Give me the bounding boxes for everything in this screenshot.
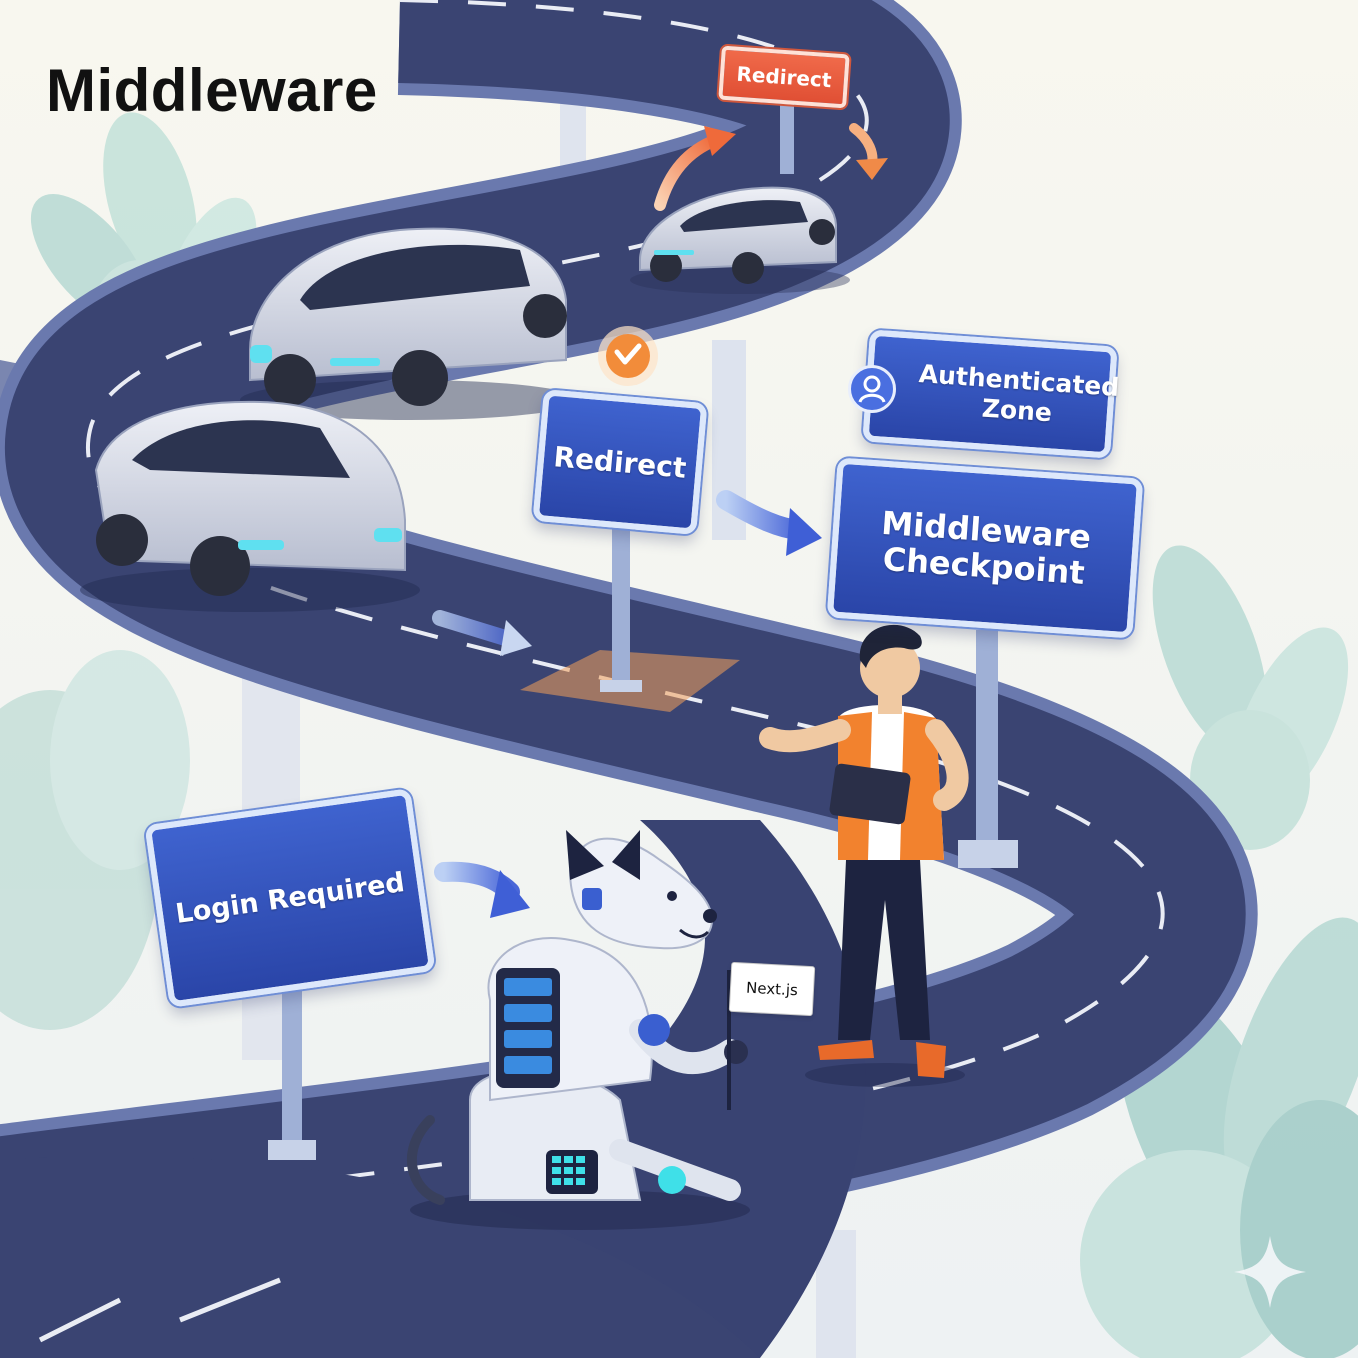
robot-dog (407, 830, 750, 1230)
nextjs-flag: Next.js (728, 961, 816, 1017)
car-middle (240, 227, 580, 420)
redirect-sign-top: Redirect (718, 45, 850, 109)
arrow-curved-icon (654, 123, 888, 211)
arrow-right-icon (432, 610, 532, 656)
authenticated-zone-sign: Authenticated Zone (862, 329, 1120, 459)
arrow-right-icon (716, 490, 822, 556)
user-icon (848, 365, 896, 413)
road (0, 0, 1258, 1358)
login-required-sign: Login Required (144, 788, 436, 1008)
arrow-right-icon (434, 861, 530, 918)
page-title: Middleware (46, 57, 378, 124)
sparkle-icon (1234, 1236, 1306, 1308)
foliage-lower-left (0, 650, 190, 1030)
car-small (630, 186, 850, 294)
checkmark-icon (598, 326, 658, 386)
person (759, 624, 969, 1087)
middleware-checkpoint-sign: Middleware Checkpoint (826, 457, 1144, 639)
sign-posts (268, 104, 1018, 1160)
redirect-sign: Redirect (532, 389, 708, 535)
car-front (80, 400, 420, 612)
user-icon-glyph (858, 375, 886, 403)
